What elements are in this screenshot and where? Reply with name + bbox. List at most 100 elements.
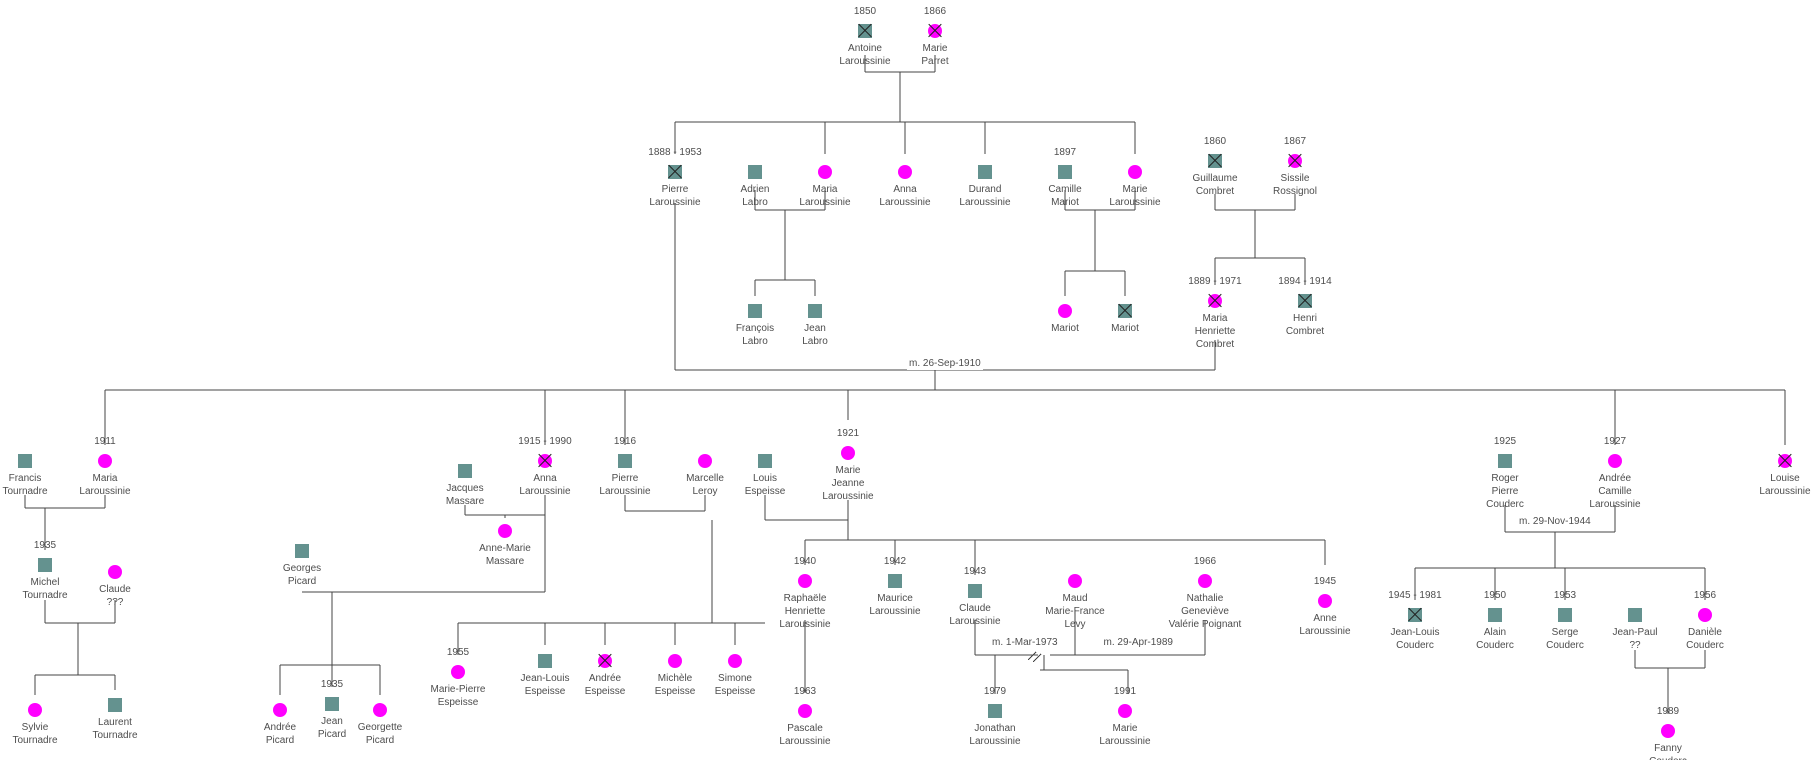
person-years: 1943 — [963, 566, 987, 577]
female-circle-icon — [841, 446, 855, 460]
male-square-icon — [1058, 165, 1072, 179]
person-years: 1966 — [1193, 556, 1217, 567]
male-square-icon — [968, 584, 982, 598]
female-circle-icon — [108, 565, 122, 579]
person-years — [242, 525, 362, 538]
female-circle-icon — [668, 654, 682, 668]
person-years: 1850 — [853, 6, 877, 17]
male-square-icon — [978, 165, 992, 179]
male-square-icon — [38, 558, 52, 572]
person-node-claudeF[interactable]: Claude??? — [55, 565, 175, 609]
male-square-icon — [988, 704, 1002, 718]
person-node-mariotF[interactable]: Mariot — [1005, 304, 1125, 335]
female-circle-icon — [1198, 574, 1212, 588]
marriage-label: m. 29-Nov-1944 — [1517, 516, 1593, 528]
person-years: 1894 - 1914 — [1278, 276, 1332, 287]
person-node-fanny[interactable]: 1989FannyCouderc — [1608, 706, 1728, 760]
male-square-icon — [458, 464, 472, 478]
person-years: 1897 — [1053, 147, 1077, 158]
male-square-icon — [1208, 154, 1222, 168]
male-square-icon — [1628, 608, 1642, 622]
female-circle-icon — [1118, 704, 1132, 718]
person-node-mariotM[interactable]: Mariot — [1065, 304, 1185, 335]
person-years — [755, 285, 875, 298]
female-circle-icon — [1661, 724, 1675, 738]
marriage-label: m. 26-Sep-1910 — [907, 358, 983, 370]
female-circle-icon — [498, 524, 512, 538]
person-node-jeanPaul[interactable]: Jean-Paul?? — [1575, 608, 1695, 652]
male-square-icon — [808, 304, 822, 318]
male-square-icon — [748, 304, 762, 318]
male-square-icon — [295, 544, 309, 558]
female-circle-icon — [898, 165, 912, 179]
